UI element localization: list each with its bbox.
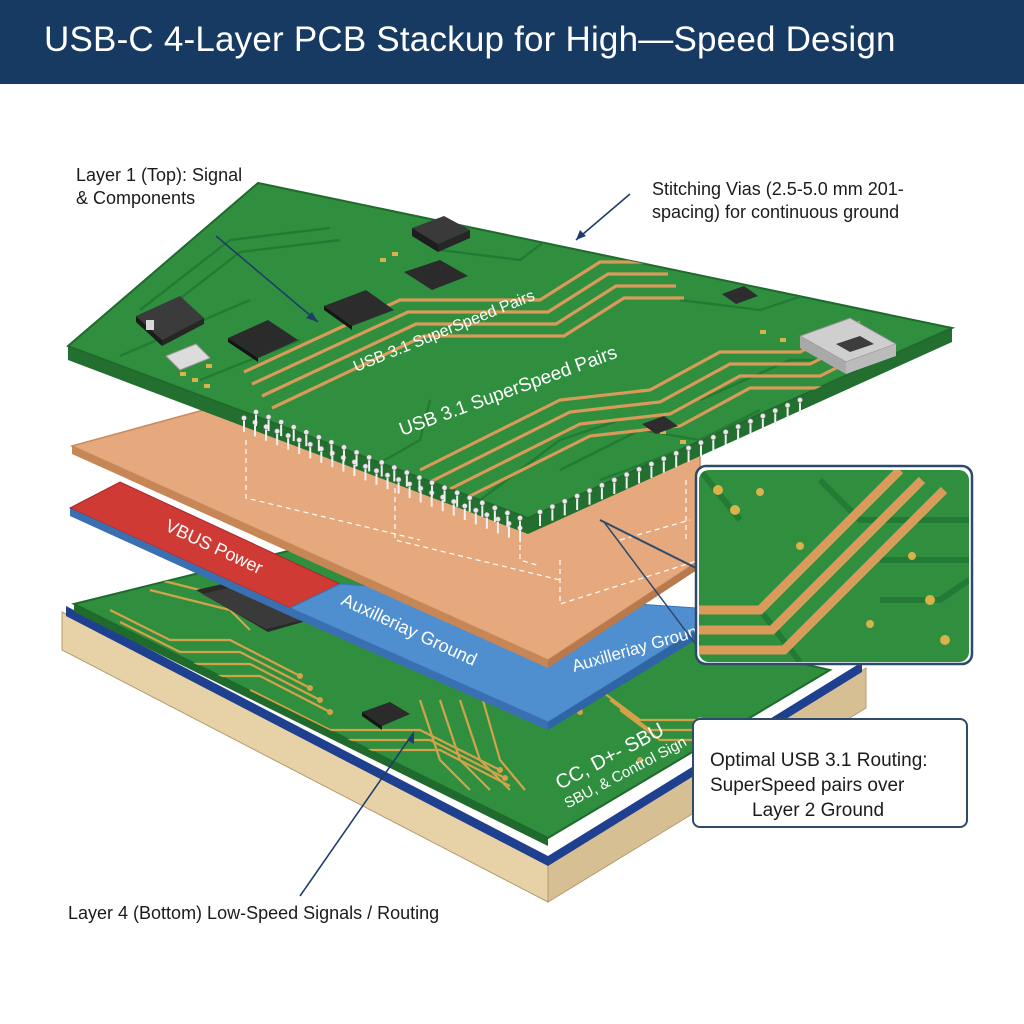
bottom-dielectric-edge [66,606,862,866]
layer1-annotation: Layer 1 (Top): Signal & Components [76,164,242,210]
stitching-via-head [504,510,511,516]
stitching-via-head [759,413,766,419]
stitching-via-head [395,476,402,483]
stitching-via-head [366,454,373,461]
stitching-via-head [461,503,468,509]
stitching-via-head [362,463,369,470]
layer1-annotation-line2: & Components [76,188,196,208]
stitching-via-head [747,418,754,425]
routing-callout-text: Optimal USB 3.1 Routing: SuperSpeed pair… [710,748,928,823]
stitching-via-head [611,477,618,483]
stitching-via-head [290,424,297,431]
usb-c-receptacle [798,317,898,374]
layer4-small-ic [362,702,410,730]
stitching-via-head [735,423,741,430]
stitching-via-head [441,484,448,491]
ic-chip-left [136,296,204,346]
layer4-annotation: Layer 4 (Bottom) Low-Speed Signals / Rou… [68,902,439,925]
stitching-via-head [454,489,461,496]
stitching-via-head [378,459,385,466]
stitching-via-head [722,429,729,435]
callout-line2: SuperSpeed pairs over [710,775,905,796]
stitching-via-head [384,472,391,479]
stitching-via-head [586,487,593,494]
stitching-via-head [483,511,490,518]
layer1-top-pcb [66,181,956,520]
stitching-via-head [416,474,423,481]
stitching-via-head [673,450,680,457]
layer4-connector-chip [196,580,310,632]
stitching-via-head [274,428,281,435]
layer4-annotation-text: Layer 4 (Bottom) Low-Speed Signals / Rou… [68,903,440,923]
stitching-via-head [373,467,380,474]
usb-connector-small [165,343,211,371]
layer4-pcb-edge [74,604,548,846]
stitching-via-head [636,466,642,473]
top-components [136,216,898,434]
layer1-annotation-line1: Layer 1 (Top): Signal [76,165,243,185]
routing-callout-box: Optimal USB 3.1 Routing: SuperSpeed pair… [692,718,968,828]
stitching-via-head [710,434,717,441]
stitching-via-head [537,509,543,515]
stitching-via-head [797,397,803,403]
small-ic-center [642,416,678,434]
ic-chip-qfp-2 [324,290,394,330]
stitching-via-head [278,419,285,425]
stitching-via-head [648,461,655,467]
stitching-via-head [429,479,435,486]
stitching-via-head [265,414,272,420]
stitching-via-head [574,493,581,499]
ic-chip-qfp-3 [404,260,468,290]
stitching-vias-annotation: Stitching Vias (2.5-5.0 mm 201- spacing)… [652,178,904,224]
stitching-via-head [495,516,501,523]
stitching-via-head [561,498,568,505]
stitching-via-head [253,409,259,415]
callout-line3: Layer 2 Ground [752,800,885,821]
page-title: USB-C 4-Layer PCB Stackup for High—Speed… [44,20,896,59]
vias-annotation-line2: spacing) for continuous ground [652,202,900,222]
stitching-via-head [599,482,605,489]
title-bar: USB-C 4-Layer PCB Stackup for High—Speed… [0,0,1024,84]
stitching-via-head [698,439,704,446]
stitching-via-head [549,503,556,510]
stitching-via-head [403,469,410,476]
stitching-via-head [491,505,498,511]
stitching-via-head [472,507,479,514]
ic-chip-top-tall [412,216,470,252]
stitching-via-head [353,449,360,456]
stitching-via-head [479,499,486,506]
stitching-via-head [296,437,303,443]
stitching-vias [241,397,803,542]
stitching-via-head [450,498,457,505]
stitching-via-head [307,441,314,448]
stitching-via-head [315,434,322,441]
zoom-inset [599,464,974,666]
stitching-via-head [341,444,347,451]
stitching-via-head [623,471,630,478]
stitching-via-head [772,407,779,414]
stitching-via-head [784,402,791,409]
stitching-via-head [660,455,667,462]
callout-line1: Optimal USB 3.1 Routing: [710,750,928,771]
stitching-via-head [685,445,692,451]
stitching-via-head [517,515,523,521]
stitching-via-head [391,464,398,471]
stitching-via-head [285,432,292,439]
stitching-via-head [241,415,247,421]
vias-annotation-line1: Stitching Vias (2.5-5.0 mm 201- [652,179,904,199]
stitching-via-head [466,494,473,501]
annotation-leaders [215,193,631,897]
ic-chip-qfp-1 [228,320,298,362]
small-ic-right [722,286,758,304]
annotation-arrowheads [306,230,586,744]
stitching-via-head [303,429,310,436]
stitching-via-head [328,439,335,446]
